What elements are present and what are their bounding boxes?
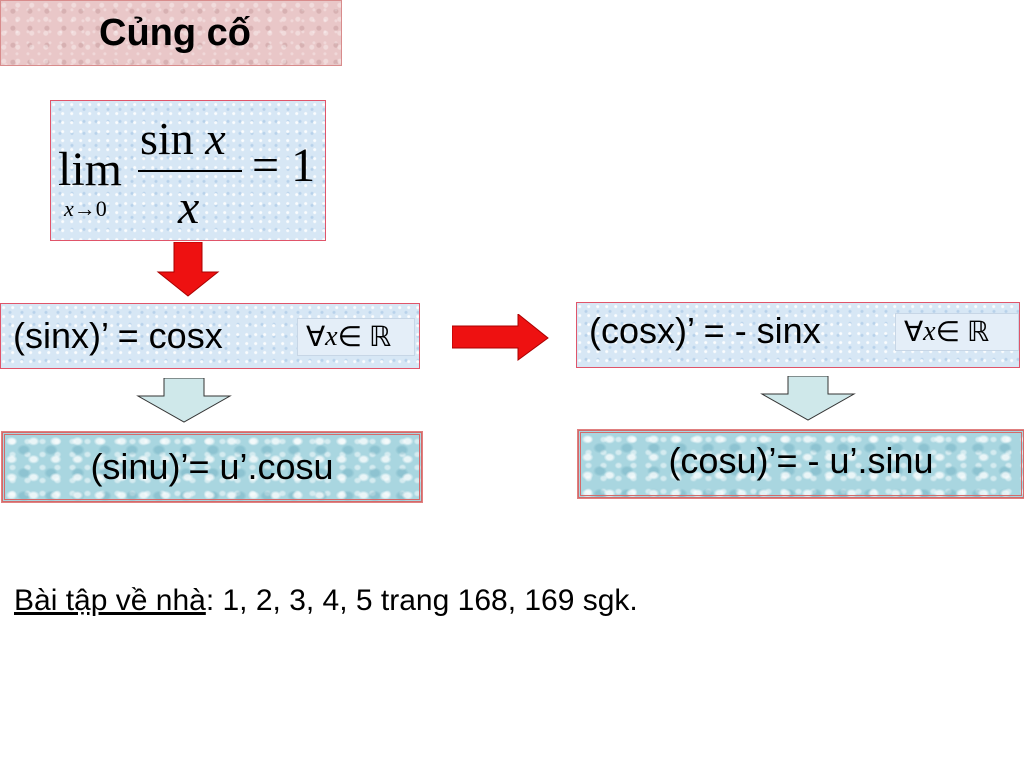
- cos-condition-box: ∀x ∈ ℝ: [895, 313, 1019, 351]
- homework-text: : 1, 2, 3, 4, 5 trang 168, 169 sgk.: [205, 584, 638, 617]
- limit-sub-value: 0: [95, 196, 107, 221]
- cos-condition-var: x: [923, 316, 936, 347]
- forall-icon: ∀: [904, 317, 924, 348]
- fraction-bar: [138, 170, 242, 172]
- cos-derivative-box: (cosx)’ = - sinx ∀x ∈ ℝ: [576, 302, 1020, 368]
- limit-denominator: x: [178, 181, 200, 234]
- element-of-reals: ∈ ℝ: [337, 322, 392, 353]
- page-title: Củng cố: [99, 11, 251, 54]
- sin-condition-box: ∀x ∈ ℝ: [297, 318, 415, 356]
- sin-chain-rule-text: (sinu)’= u’.cosu: [90, 446, 334, 487]
- cos-derivative-text: (cosx)’ = - sinx: [589, 310, 821, 351]
- sin-derivative-text: (sinx)’ = cosx: [13, 315, 223, 356]
- cyan-down-arrow-icon: [760, 376, 856, 421]
- limit-lim: lim: [58, 143, 123, 196]
- limit-numerator: sin x: [140, 112, 226, 165]
- limit-sub-var: x: [64, 196, 74, 221]
- limit-numerator-fn: sin: [140, 113, 194, 164]
- cyan-down-arrow-icon: [136, 378, 232, 423]
- title-box: Củng cố: [0, 0, 342, 66]
- homework-label: Bài tập về nhà: [14, 584, 206, 617]
- sin-derivative-box: (sinx)’ = cosx ∀x ∈ ℝ: [0, 303, 420, 369]
- element-of-reals: ∈ ℝ: [935, 317, 990, 348]
- limit-sub-arrow: →: [73, 196, 96, 221]
- limit-numerator-var: x: [205, 113, 226, 164]
- limit-equals-one: = 1: [252, 139, 316, 192]
- cos-chain-rule-text: (cosu)’= - u’.sinu: [668, 440, 934, 481]
- limit-subscript: x→0: [64, 196, 107, 222]
- red-right-arrow-icon: [452, 314, 549, 361]
- sin-condition-var: x: [325, 321, 338, 352]
- red-down-arrow-icon: [156, 242, 220, 297]
- cos-chain-rule-box: (cosu)’= - u’.sinu: [577, 429, 1024, 499]
- homework-line: Bài tập về nhà: 1, 2, 3, 4, 5 trang 168,…: [14, 584, 638, 618]
- sin-chain-rule-box: (sinu)’= u’.cosu: [1, 431, 423, 503]
- forall-icon: ∀: [306, 322, 326, 353]
